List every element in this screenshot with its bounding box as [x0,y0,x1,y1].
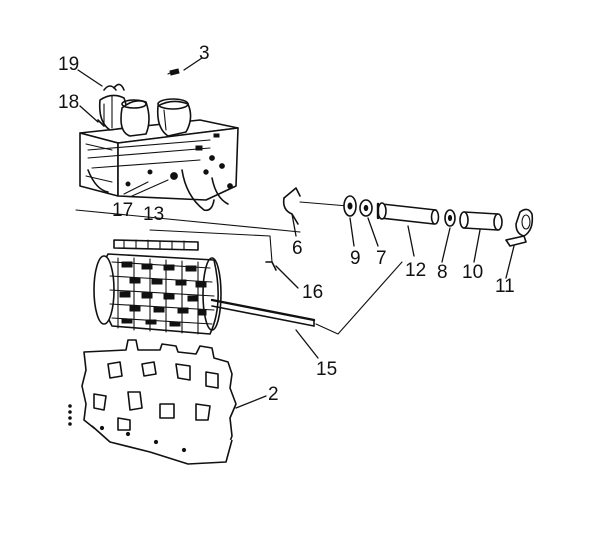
callout-3: 3 [199,43,210,64]
housing-assembly [79,83,239,212]
axle-connector-line [315,261,403,335]
shaft-parts-row [282,187,534,247]
callout-6: 6 [292,238,303,259]
callout-7: 7 [376,248,387,269]
callout-17: 17 [112,200,133,221]
rotor-assembly [93,239,316,335]
callout-labels: 3 19 18 17 13 6 9 7 12 8 10 11 16 15 2 [58,43,515,405]
assembly-guide-line [75,209,301,233]
callout-16: 16 [302,282,323,303]
rod-part-16 [149,229,277,271]
callout-9: 8 [437,262,448,283]
callout-12: 12 [405,260,426,281]
callout-8: 9 [350,248,361,269]
leader-lines [77,57,515,409]
callout-13: 13 [143,204,164,225]
callout-2: 2 [268,384,279,405]
callout-15: 15 [316,359,337,380]
rotor-blocks [109,257,215,335]
screw-part-3 [167,68,180,76]
callout-18: 18 [58,92,79,113]
callout-19: 19 [58,54,79,75]
base-grate-part-2 [68,339,237,465]
callout-10: 10 [462,262,483,283]
callout-11: 11 [495,276,515,297]
